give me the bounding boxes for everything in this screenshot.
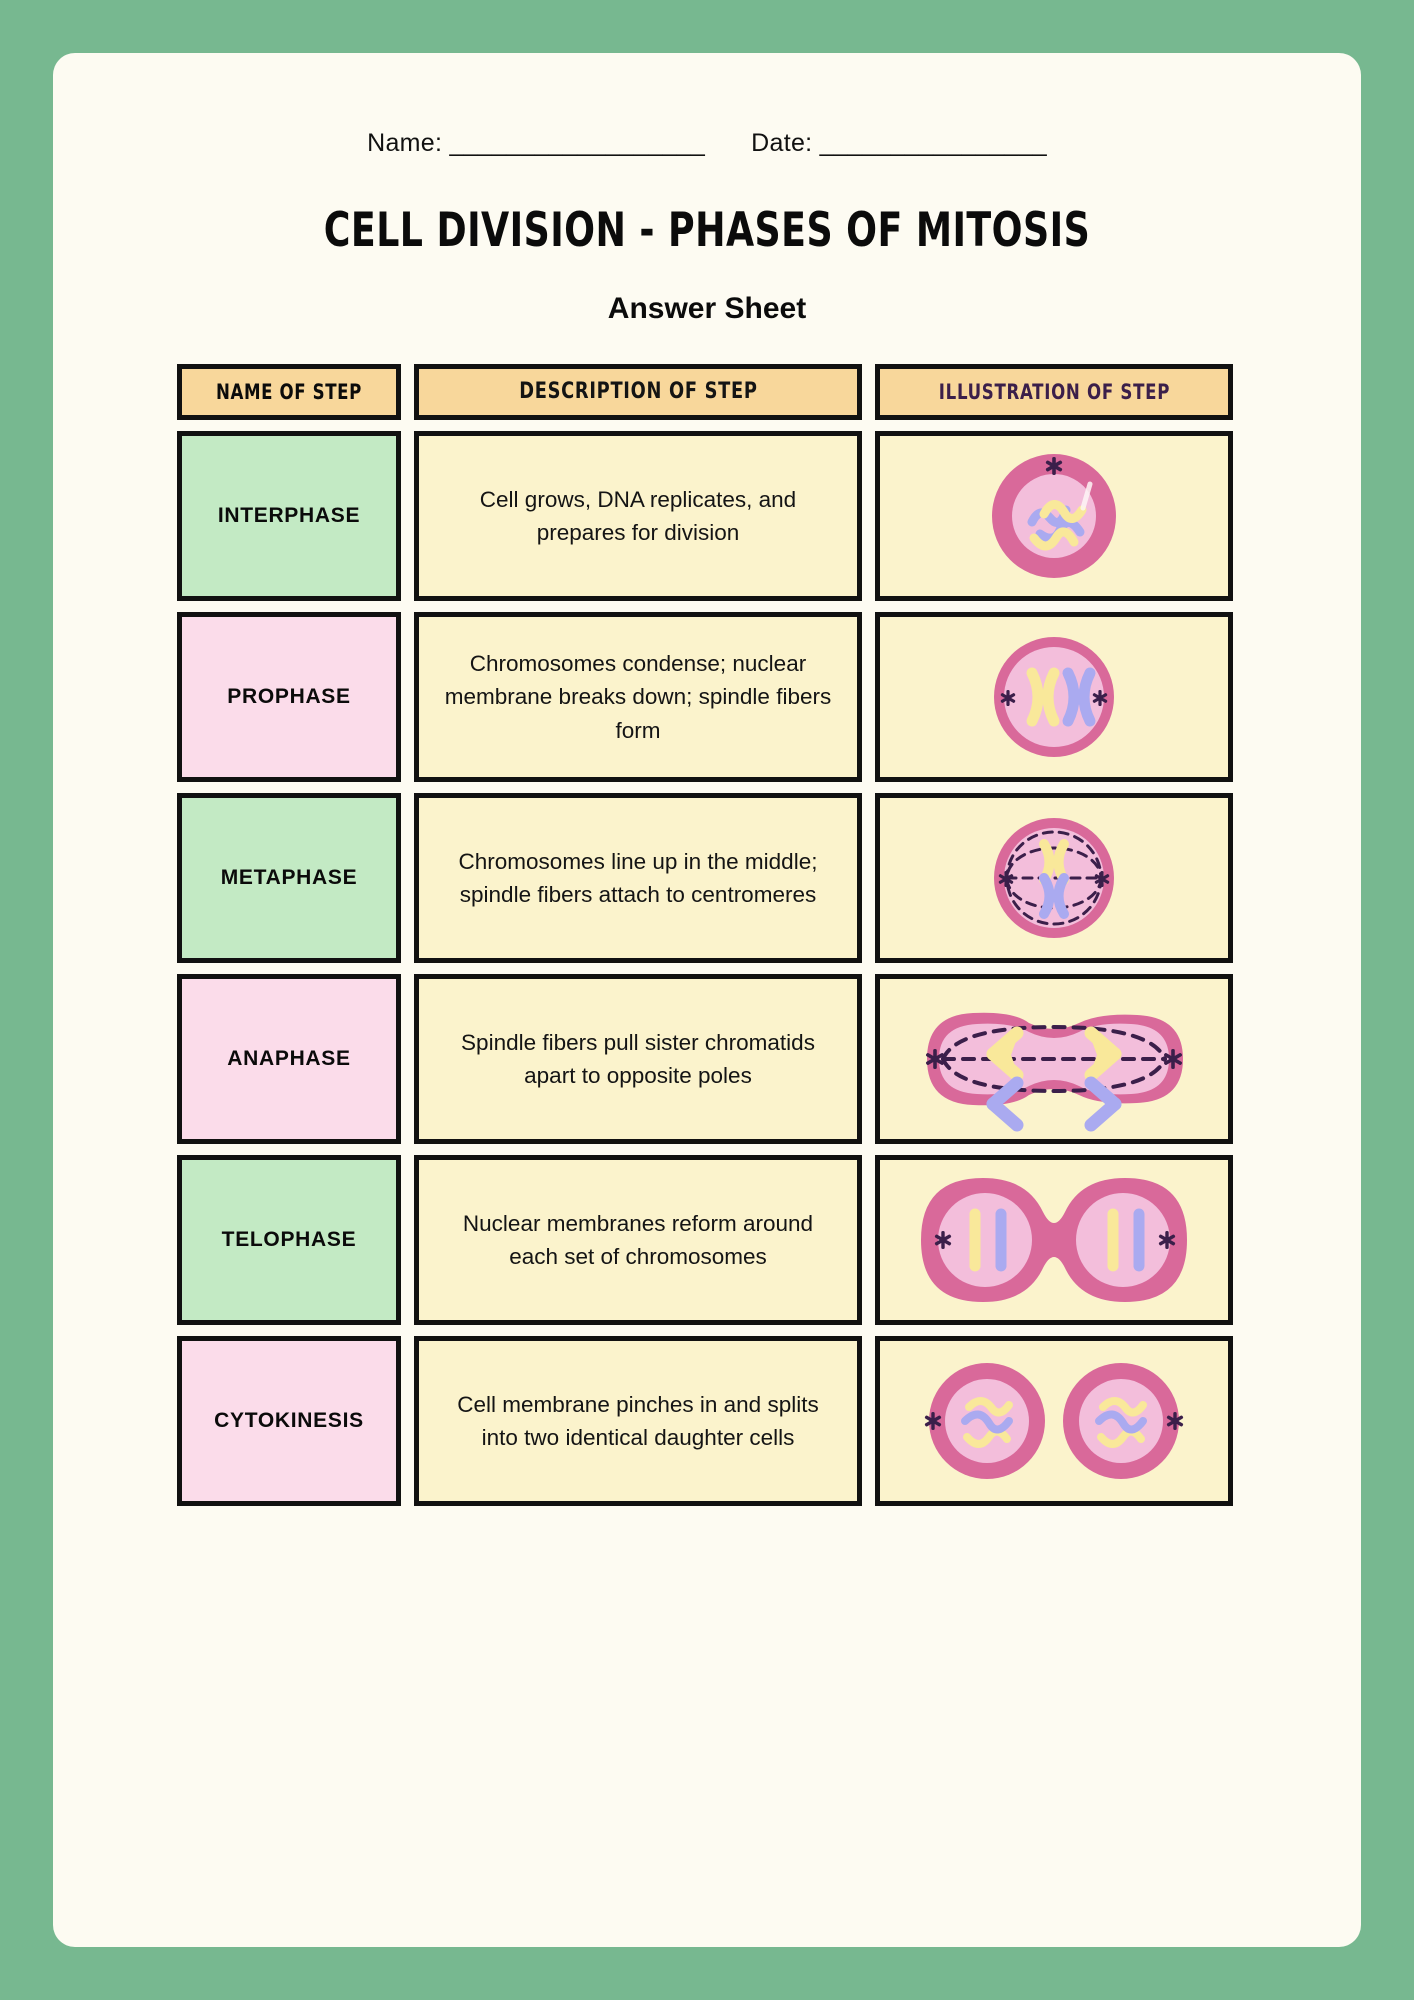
centrosome-icon xyxy=(1000,690,1108,706)
prophase-cell-icon xyxy=(994,637,1114,757)
anaphase-cell-icon xyxy=(926,1012,1183,1132)
step-description-cell: Chromosomes line up in the middle; spind… xyxy=(414,793,862,963)
date-field[interactable]: Date: ________________ xyxy=(751,129,1047,157)
table-row: CYTOKINESIS Cell membrane pinches in and… xyxy=(177,1336,1237,1506)
step-description-cell: Cell membrane pinches in and splits into… xyxy=(414,1336,862,1506)
table-header-row: NAME OF STEP DESCRIPTION OF STEP ILLUSTR… xyxy=(177,364,1237,420)
step-description-cell: Chromosomes condense; nuclear membrane b… xyxy=(414,612,862,782)
step-description-cell: Cell grows, DNA replicates, and prepares… xyxy=(414,431,862,601)
telophase-cell-icon xyxy=(921,1178,1187,1302)
centrosome-icon xyxy=(934,1231,1176,1249)
column-header-description: DESCRIPTION OF STEP xyxy=(414,364,862,420)
table-row: INTERPHASE Cell grows, DNA replicates, a… xyxy=(177,431,1237,601)
page-subtitle: Answer Sheet xyxy=(607,292,807,325)
step-description-text: Chromosomes line up in the middle; spind… xyxy=(458,848,818,907)
step-name-label: METAPHASE xyxy=(220,866,358,889)
step-name-cell: ANAPHASE xyxy=(177,974,401,1144)
step-illustration-cell xyxy=(875,1155,1233,1325)
step-name-label: CYTOKINESIS xyxy=(214,1409,364,1432)
step-description-cell: Spindle fibers pull sister chromatids ap… xyxy=(414,974,862,1144)
step-description-text: Nuclear membranes reform around each set… xyxy=(462,1210,814,1269)
cytokinesis-cell-icon xyxy=(924,1363,1184,1479)
step-illustration-cell xyxy=(875,974,1233,1144)
step-name-cell: INTERPHASE xyxy=(177,431,401,601)
worksheet-page: Name: __________________ Date: _________… xyxy=(53,53,1361,1947)
step-illustration-cell xyxy=(875,431,1233,601)
mitosis-table: NAME OF STEP DESCRIPTION OF STEP ILLUSTR… xyxy=(177,364,1237,1506)
step-name-label: PROPHASE xyxy=(227,685,351,708)
centrosome-icon xyxy=(926,1049,1182,1069)
step-description-text: Cell grows, DNA replicates, and prepares… xyxy=(479,486,797,545)
metaphase-cell-icon xyxy=(994,818,1114,938)
name-date-line: Name: __________________ Date: _________… xyxy=(53,129,1361,158)
centrosome-icon xyxy=(1045,457,1063,475)
step-name-label: ANAPHASE xyxy=(227,1047,351,1070)
column-header-illustration-label: ILLUSTRATION OF STEP xyxy=(938,380,1170,404)
step-name-label: TELOPHASE xyxy=(221,1228,357,1251)
page-title: CELL DIVISION - PHASES OF MITOSIS xyxy=(323,203,1091,258)
table-row: TELOPHASE Nuclear membranes reform aroun… xyxy=(177,1155,1237,1325)
table-row: PROPHASE Chromosomes condense; nuclear m… xyxy=(177,612,1237,782)
table-row: METAPHASE Chromosomes line up in the mid… xyxy=(177,793,1237,963)
column-header-name: NAME OF STEP xyxy=(177,364,401,420)
step-name-cell: TELOPHASE xyxy=(177,1155,401,1325)
step-description-cell: Nuclear membranes reform around each set… xyxy=(414,1155,862,1325)
column-header-name-label: NAME OF STEP xyxy=(215,380,362,404)
step-illustration-cell xyxy=(875,1336,1233,1506)
name-field[interactable]: Name: __________________ xyxy=(367,129,706,157)
step-name-cell: PROPHASE xyxy=(177,612,401,782)
column-header-description-label: DESCRIPTION OF STEP xyxy=(518,378,758,405)
step-description-text: Spindle fibers pull sister chromatids ap… xyxy=(461,1029,815,1088)
step-name-cell: METAPHASE xyxy=(177,793,401,963)
step-name-cell: CYTOKINESIS xyxy=(177,1336,401,1506)
step-description-text: Cell membrane pinches in and splits into… xyxy=(457,1391,819,1450)
centrosome-icon xyxy=(998,871,1110,887)
centrosome-icon xyxy=(924,1412,1184,1430)
step-name-label: INTERPHASE xyxy=(217,504,361,527)
table-row: ANAPHASE Spindle fibers pull sister chro… xyxy=(177,974,1237,1144)
interphase-cell-icon xyxy=(992,454,1116,578)
spindle-fibers xyxy=(941,1024,1167,1094)
step-illustration-cell xyxy=(875,612,1233,782)
step-illustration-cell xyxy=(875,793,1233,963)
column-header-illustration: ILLUSTRATION OF STEP xyxy=(875,364,1233,420)
step-description-text: Chromosomes condense; nuclear membrane b… xyxy=(444,651,832,743)
